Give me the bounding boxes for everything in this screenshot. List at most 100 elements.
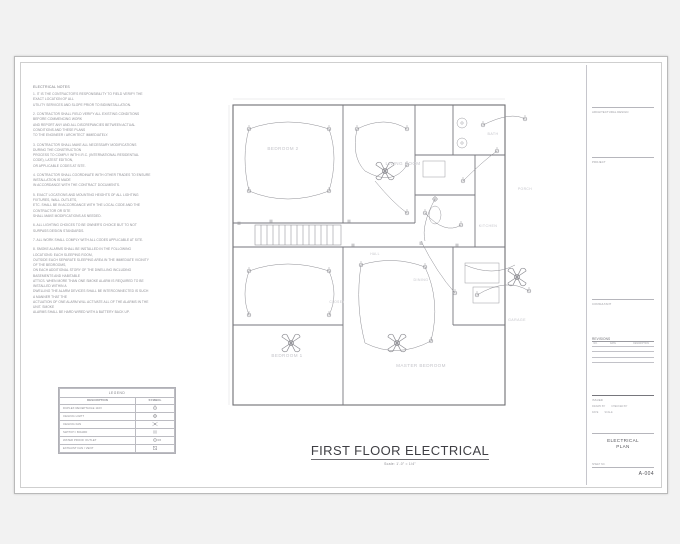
note-paragraph-4: 4. CONTRACTOR SHALL COORDINATE WITH OTHE… <box>33 173 221 189</box>
revision-header-row: NO. DATE DESCRIPTION <box>592 341 654 346</box>
sheet-no-label: SHEET NO. <box>592 463 606 466</box>
note-line: UNIT. SMOKE <box>33 305 55 310</box>
note-paragraph-6: 6. ALL LIGHTING CHOICES TO BE OWNER'S CH… <box>33 223 221 234</box>
note-line: IN ACCORDANCE WITH THE CONTRACT DOCUMENT… <box>33 183 120 188</box>
titleblock-divider <box>592 157 654 158</box>
titleblock-divider <box>592 433 654 434</box>
legend-header-symbol: SYMBOL <box>135 397 175 405</box>
room-label: BEDROOM 2 <box>267 146 298 151</box>
room-label: LIVING ROOM <box>385 161 420 166</box>
note-line: SURPASS DESIGN STANDARDS. <box>33 228 85 233</box>
titleblock-divider <box>592 299 654 300</box>
note-line: 1. IT IS THE CONTRACTOR'S RESPONSIBILITY… <box>33 92 143 97</box>
revision-row <box>592 361 654 367</box>
sheet-border <box>20 62 662 488</box>
exterior-walls <box>232 104 506 406</box>
note-line: EXACT LOCATION OF ALL <box>33 97 74 102</box>
room-label: MASTER BEDROOM <box>396 363 446 368</box>
room-label: BATH <box>488 132 499 136</box>
note-line: 3. CONTRACTOR SHALL MAKE ALL NECESSARY M… <box>33 142 137 147</box>
stairs <box>254 224 342 246</box>
consultant-label: CONSULTANT <box>592 301 612 306</box>
room-label: DINING <box>414 278 429 282</box>
note-line: 4. CONTRACTOR SHALL COORDINATE WITH OTHE… <box>33 172 151 177</box>
note-paragraph-3: 3. CONTRACTOR SHALL MAKE ALL NECESSARY M… <box>33 143 221 169</box>
revisions-label: REVISIONS <box>592 337 611 341</box>
revision-header-date: DATE <box>609 343 616 346</box>
note-line: 2. CONTRACTOR SHALL FIELD VERIFY ALL EXI… <box>33 112 140 117</box>
legend-row: CEILING FAN <box>59 419 175 429</box>
note-paragraph-8: 8. SMOKE ALARMS SHALL BE INSTALLED IN TH… <box>33 247 221 315</box>
circuit-runs <box>244 115 530 351</box>
page-title: FIRST FLOOR ELECTRICAL <box>310 443 490 460</box>
room-label: PORCH <box>518 187 532 191</box>
legend-description: EXHAUST FAN / VENT <box>59 443 136 453</box>
plan-title-block: FIRST FLOOR ELECTRICAL Scale: 1'-0" = 1/… <box>285 442 515 466</box>
note-line: ETC. SHALL BE IN ACCORDANCE WITH THE LOC… <box>33 203 141 208</box>
dimension-lines <box>228 98 505 405</box>
note-line: AND REPORT ANY AND ALL DISCREPANCIES BET… <box>33 122 136 127</box>
room-labels: BEDROOM 2 LIVING ROOM BATH KITCHEN DININ… <box>267 132 532 368</box>
note-line: INSTALLATION IS MADE <box>33 178 71 183</box>
note-line: BASEMENTS AND HABITABLE <box>33 273 81 278</box>
titleblock-divider <box>592 107 654 108</box>
room-label: BEDROOM 1 <box>271 353 302 358</box>
waterproof-outlet-symbol: WP <box>135 435 175 445</box>
legend-description: CEILING LIGHT <box>59 411 136 421</box>
plan-scale: Scale: 1'-0" = 1/4" <box>384 462 416 466</box>
note-line: 5. EXACT LOCATIONS AND MOUNTING HEIGHTS … <box>33 192 139 197</box>
note-line: A MANNER THAT THE <box>33 294 68 299</box>
note-line: OF THE BEDROOMS, <box>33 263 67 268</box>
electrical-notes-block: ELECTRICAL NOTES 1. IT IS THE CONTRACTOR… <box>33 85 221 320</box>
legend-row: SWITCH / BOARD <box>59 427 175 437</box>
floor-plan-drawing: BEDROOM 2 LIVING ROOM BATH KITCHEN DININ… <box>225 95 570 425</box>
titleblock-divider-heavy <box>592 395 654 396</box>
note-line: LOCATIONS: EACH SLEEPING ROOM, <box>33 252 93 257</box>
note-paragraph-7: 7. ALL WORK SHALL COMPLY WITH ALL CODES … <box>33 238 221 243</box>
note-line: 6. ALL LIGHTING CHOICES TO BE OWNER'S CH… <box>33 223 137 228</box>
note-line: OUTSIDE EACH SEPARATE SLEEPING AREA IN T… <box>33 257 149 262</box>
note-line: DWELLING THE ALARM DEVICES SHALL BE INTE… <box>33 289 149 294</box>
legend-description: WATER PROOF OUTLET <box>59 435 136 445</box>
legend-row: DUPLEX RECEPTACLE 110V <box>59 403 175 413</box>
floor-plan-svg: BEDROOM 2 LIVING ROOM BATH KITCHEN DININ… <box>228 98 532 406</box>
revision-row <box>592 351 654 356</box>
exhaust-fan-symbol <box>135 443 175 453</box>
legend-row: EXHAUST FAN / VENT <box>59 443 175 453</box>
sheet-title-line1: ELECTRICAL <box>607 438 639 443</box>
legend-row: CEILING LIGHT <box>59 411 175 421</box>
note-line: DURING THE CONSTRUCTION <box>33 147 82 152</box>
note-line: BEFORE COMMENCING WORK <box>33 117 83 122</box>
room-label: HALL <box>370 252 380 256</box>
svg-text:WP: WP <box>157 439 161 442</box>
room-label: GARAGE <box>508 318 526 322</box>
fixtures-detail <box>422 117 500 304</box>
project-label: PROJECT <box>592 159 606 164</box>
sheet-title-line2: PLAN <box>616 444 630 450</box>
note-line: OR APPLICABLE CODES AT SITE. <box>33 163 86 168</box>
revision-header-no: NO. <box>593 343 598 346</box>
note-paragraph-5: 5. EXACT LOCATIONS AND MOUNTING HEIGHTS … <box>33 193 221 219</box>
duplex-outlet-symbol <box>135 403 175 413</box>
revision-header-description: DESCRIPTION <box>633 343 649 346</box>
note-line: CODE), LATEST EDITION, <box>33 158 74 163</box>
issued-label: ISSUED <box>592 398 603 402</box>
note-line: ACTUATION OF ONE ALARM WILL ACTIVATE ALL… <box>33 299 149 304</box>
date-label: DATE <box>592 411 599 415</box>
title-block: ARCHITECTURAL DESIGN PROJECT CONSULTANT … <box>586 65 659 485</box>
firm-name: ARCHITECTURAL DESIGN <box>592 109 629 114</box>
sheet-number: A-004 <box>638 471 654 477</box>
note-line: UTILITY SERVICES AND SLOPE PRIOR TO BID/… <box>33 102 132 107</box>
note-line: 7. ALL WORK SHALL COMPLY WITH ALL CODES … <box>33 238 144 243</box>
revision-row <box>592 356 654 362</box>
checked-by-label: CHECKED BY <box>611 405 628 409</box>
note-line: CONDITIONS AND THESE PLANS <box>33 127 86 132</box>
ceiling-light-symbol <box>135 411 175 421</box>
legend-description: DUPLEX RECEPTACLE 110V <box>59 403 136 413</box>
room-label: CLOSET <box>329 300 344 304</box>
note-paragraph-2: 2. CONTRACTOR SHALL FIELD VERIFY ALL EXI… <box>33 112 221 138</box>
revision-row <box>592 346 654 351</box>
note-line: ATTICS. WHEN MORE THAN ONE SMOKE ALARM I… <box>33 278 144 283</box>
legend-table: LEGEND DESCRIPTION SYMBOL DUPLEX RECEPTA… <box>58 387 176 454</box>
note-line: 8. SMOKE ALARMS SHALL BE INSTALLED IN TH… <box>33 247 132 252</box>
